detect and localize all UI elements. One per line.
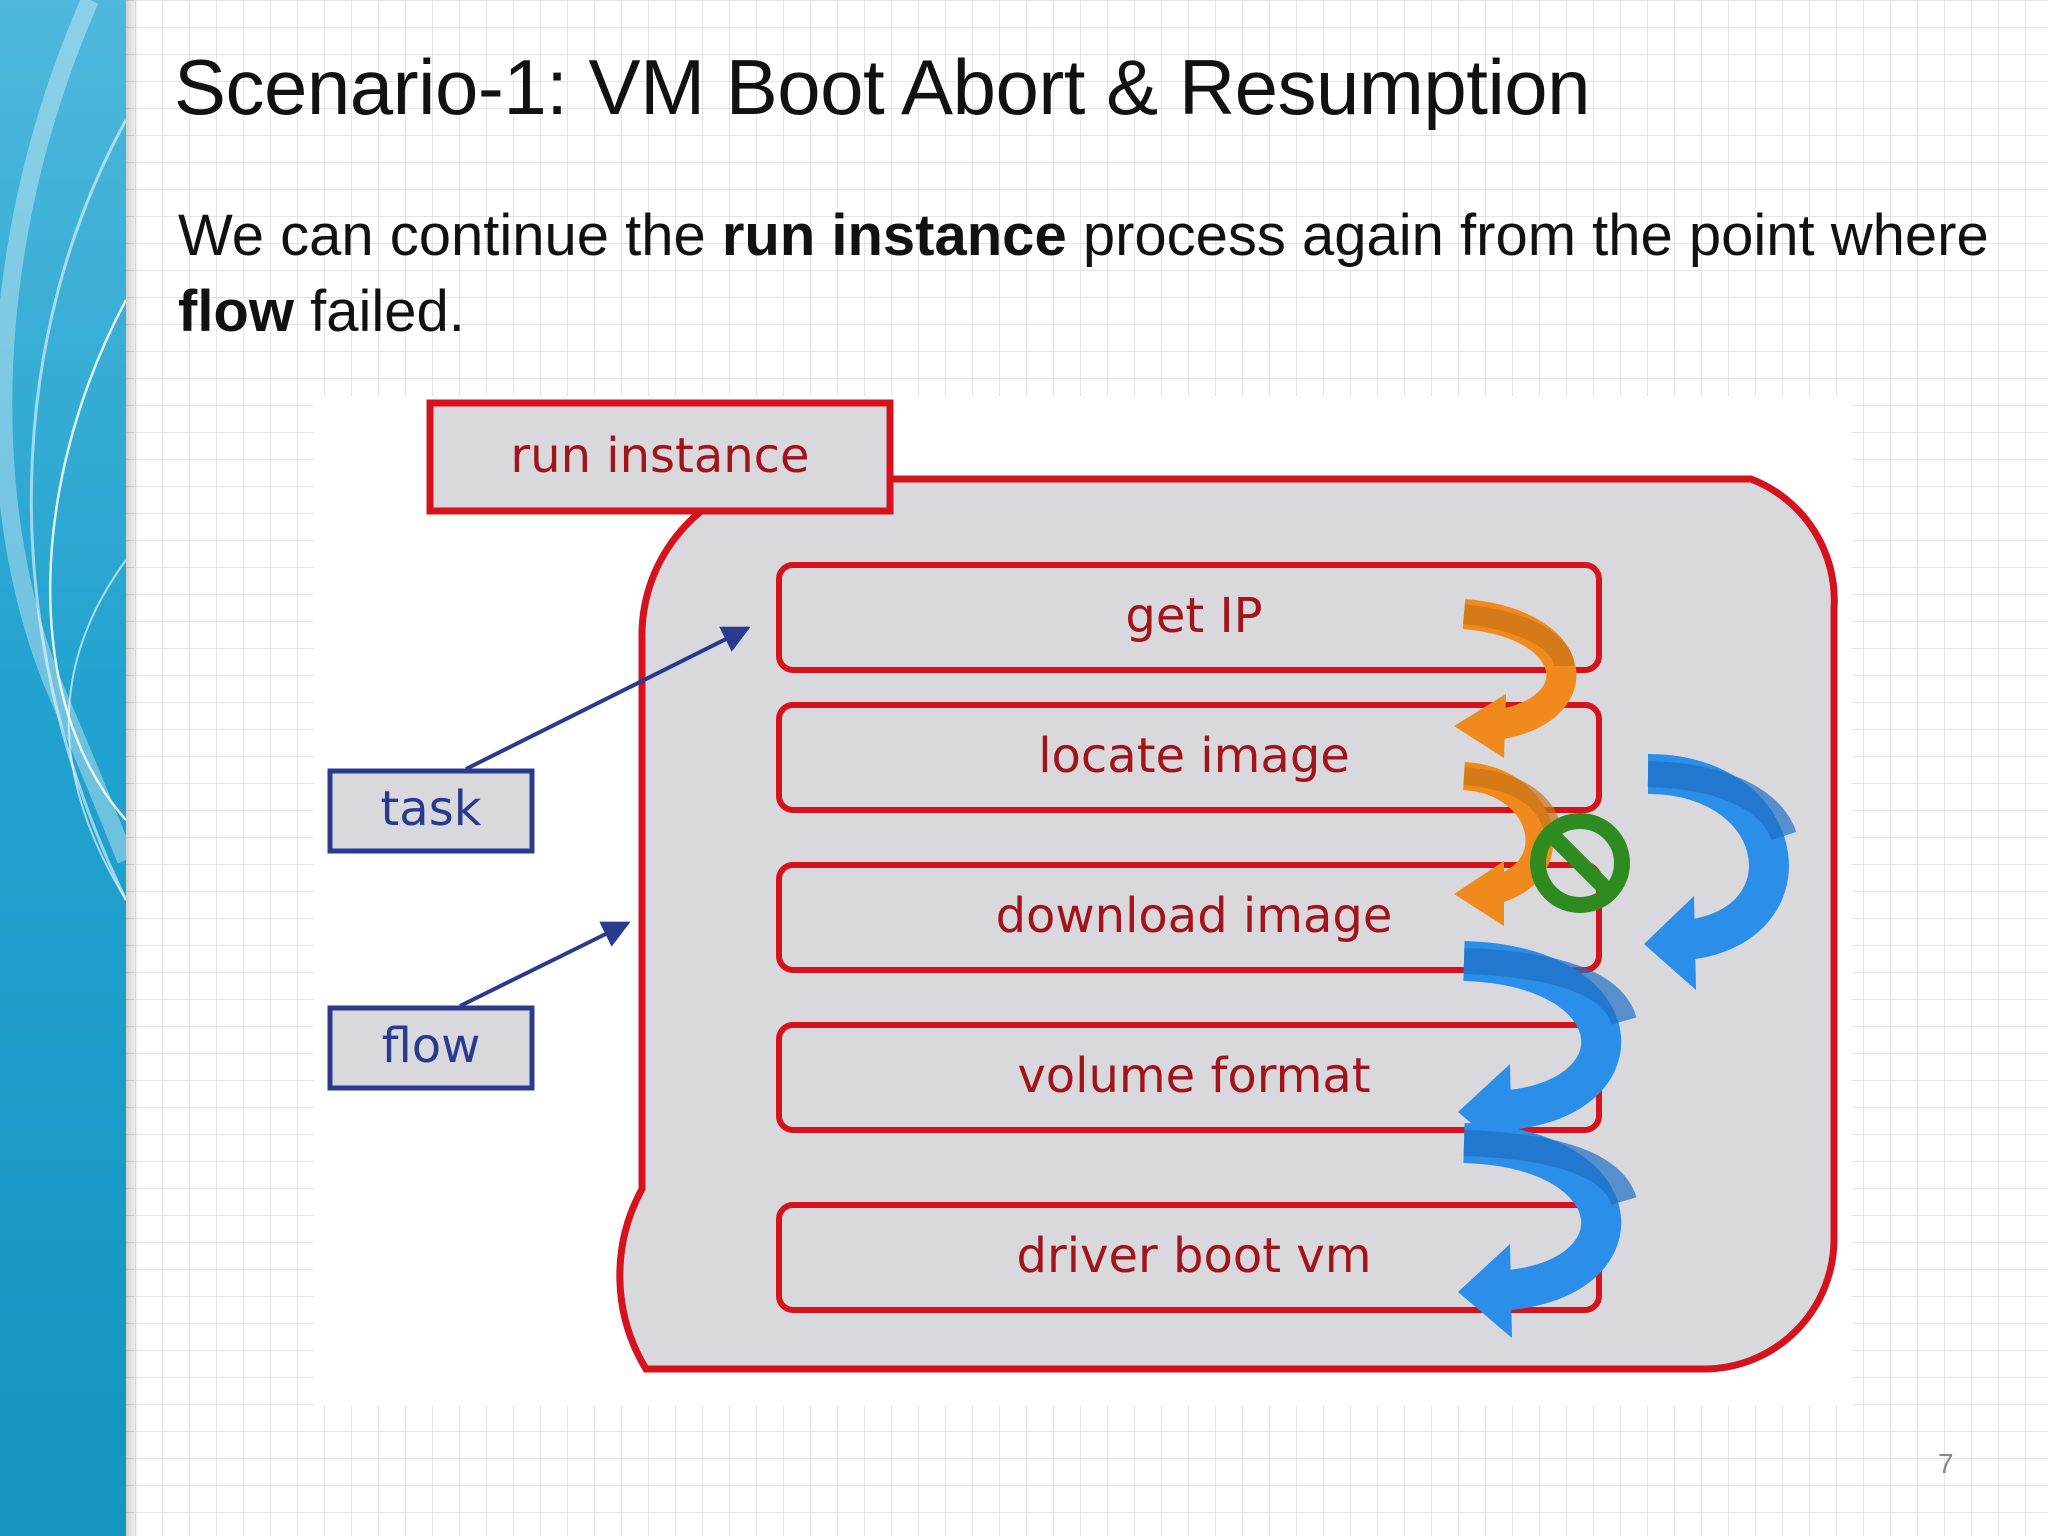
green-prohibited-icon	[1530, 813, 1630, 913]
task-label-get-ip: get IP	[1125, 588, 1262, 644]
run-instance-box	[426, 399, 894, 515]
task-label: task	[380, 781, 481, 837]
body-bold-run-instance: run instance	[721, 203, 1067, 268]
swoosh-decoration	[0, 0, 126, 901]
task-pointer-arrow	[465, 626, 751, 771]
body-text-1: We can continue the	[178, 203, 722, 268]
slide-title: Scenario-1: VM Boot Abort & Resumption	[174, 43, 1591, 131]
task-label-download-image: download image	[996, 888, 1393, 944]
task-label-driver-boot-vm: driver boot vm	[1017, 1228, 1372, 1284]
band-shadow	[126, 0, 140, 1536]
task-box-driver-boot-vm: driver boot vm	[776, 1202, 1602, 1313]
blue-curved-arrow-icon	[1644, 754, 1797, 990]
orange-curved-arrow-icon	[1454, 762, 1561, 926]
slide-number: 7	[1938, 1448, 1954, 1479]
blue-curved-arrow-icon	[1458, 1123, 1637, 1338]
body-text-2: process again from the point where	[1066, 203, 1989, 268]
flow-pointer-arrow	[459, 921, 631, 1008]
orange-curved-arrow-icon	[1454, 599, 1577, 758]
task-label-locate-image: locate image	[1038, 728, 1350, 784]
body-text-3: failed.	[293, 279, 465, 344]
body-bold-flow: flow	[178, 279, 294, 344]
task-box-get-ip: get IP	[776, 562, 1602, 673]
left-decorative-band	[0, 0, 126, 1536]
task-label-box	[327, 768, 535, 854]
flow-label: flow	[382, 1018, 481, 1074]
body-paragraph: We can continue the run instance process…	[178, 198, 1998, 350]
task-label-volume-format: volume format	[1017, 1048, 1370, 1104]
task-box-locate-image: locate image	[776, 702, 1602, 813]
flow-diagram: run instance get IP locate image downloa…	[327, 399, 1838, 1373]
task-box-download-image: download image	[776, 862, 1602, 973]
flow-label-box	[327, 1005, 535, 1091]
run-instance-label: run instance	[510, 428, 809, 484]
